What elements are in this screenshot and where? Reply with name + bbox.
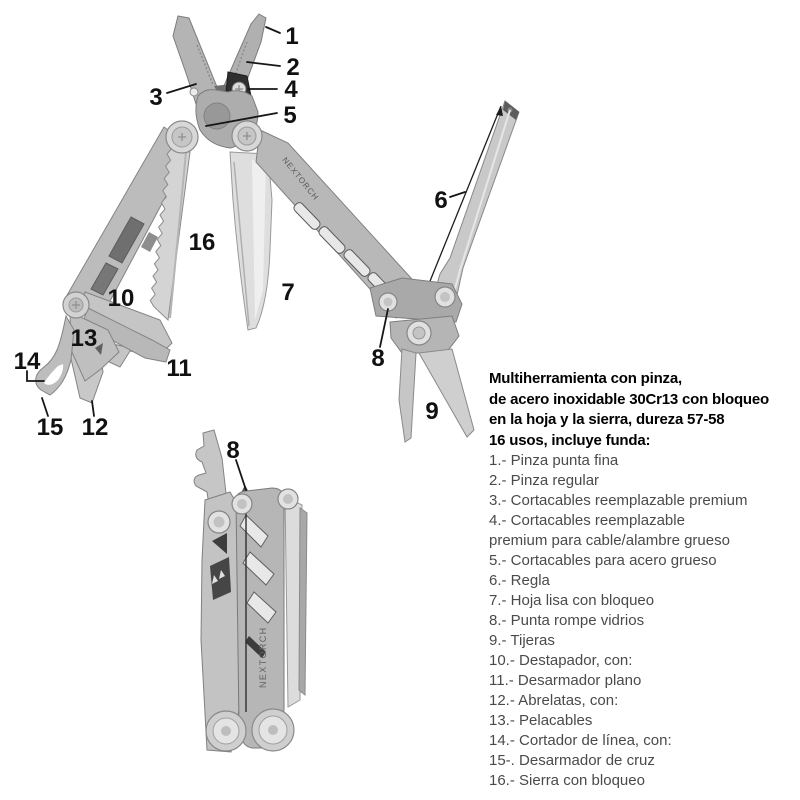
feature-item-5: 5.- Cortacables para acero grueso xyxy=(489,552,717,569)
callout-8-open: 8 xyxy=(371,345,384,372)
closed-bottom-screw-right xyxy=(251,708,295,752)
jaw-screw xyxy=(189,87,199,97)
line-cutter-hook-tool xyxy=(35,314,75,396)
feature-item-13: 13.- Pelacables xyxy=(489,712,593,729)
callout-8-closed: 8 xyxy=(226,437,239,464)
feature-item-12: 12.- Abrelatas, con: xyxy=(489,692,619,709)
title-line-1: Multiherramienta con pinza, xyxy=(489,370,682,387)
ruler-measure-line xyxy=(425,105,502,292)
pivot-screw-right xyxy=(231,120,263,152)
callout-4: 4 xyxy=(284,76,298,103)
feature-item-9: 9.- Tijeras xyxy=(489,632,555,649)
callout-14: 14 xyxy=(14,348,41,375)
handle-end-screw xyxy=(62,291,90,319)
callout-2: 2 xyxy=(286,54,299,81)
callout-labels: 1 2 3 4 5 6 7 8 9 10 11 12 13 14 15 16 8 xyxy=(14,23,448,464)
open-multitool: NEXTORCH xyxy=(35,13,520,443)
callout-10: 10 xyxy=(108,285,135,312)
saw-blade xyxy=(149,147,191,322)
feature-item-11: 11.- Desarmador plano xyxy=(489,672,642,689)
closed-bottom-screw-left xyxy=(205,710,247,752)
callout-15: 15 xyxy=(37,414,64,441)
callout-1: 1 xyxy=(285,23,298,50)
feature-item-16: 16.- Sierra con bloqueo xyxy=(489,772,645,789)
title-line-3: en la hoja y la sierra, dureza 57-58 xyxy=(489,411,725,428)
feature-item-7: 7.- Hoja lisa con bloqueo xyxy=(489,592,655,609)
feature-list: 1.- Pinza punta fina 2.- Pinza regular 3… xyxy=(489,451,769,791)
callout-12: 12 xyxy=(82,414,109,441)
callout-16: 16 xyxy=(189,229,216,256)
title-line-4: 16 usos, incluye funda: xyxy=(489,431,651,449)
callout-13: 13 xyxy=(71,325,98,352)
closed-left-handle xyxy=(200,491,240,753)
feature-item-4-cont: premium para cable/alambre grueso xyxy=(489,532,730,549)
closed-multitool: NEXTORCH xyxy=(193,429,308,753)
scissor-blade-left xyxy=(398,348,417,443)
plier-head xyxy=(165,13,267,154)
callout-5: 5 xyxy=(283,102,296,129)
brand-text-closed: NEXTORCH xyxy=(258,626,268,688)
callout-3: 3 xyxy=(149,84,162,111)
feature-item-8: 8.- Punta rompe vidrios xyxy=(489,612,645,629)
closed-center-handle xyxy=(235,487,285,749)
callout-7: 7 xyxy=(281,279,294,306)
callout-11: 11 xyxy=(166,355,191,382)
scissor-blade-right xyxy=(418,348,475,438)
feature-item-2: 2.- Pinza regular xyxy=(489,472,600,489)
foldout-tools xyxy=(35,291,173,404)
title-line-2: de acero inoxidable 30Cr13 con bloqueo xyxy=(489,390,769,408)
scissors xyxy=(369,277,475,443)
product-description: Multiherramienta con pinza, de acero ino… xyxy=(489,369,769,791)
feature-item-15: 15-. Desarmador de cruz xyxy=(489,752,655,769)
feature-item-4: 4.- Cortacables reemplazable xyxy=(489,512,685,529)
feature-item-3: 3.- Cortacables reemplazable premium xyxy=(489,492,748,509)
pivot-screw-left xyxy=(165,120,199,154)
callout-6: 6 xyxy=(434,187,447,214)
callout-leader-lines xyxy=(26,26,466,491)
knife-blade xyxy=(229,151,273,331)
feature-item-6: 6.- Regla xyxy=(489,572,550,589)
feature-item-1: 1.- Pinza punta fina xyxy=(489,452,619,469)
feature-item-14: 14.- Cortador de línea, con: xyxy=(489,732,672,749)
description-title: Multiherramienta con pinza, de acero ino… xyxy=(489,369,769,451)
callout-9: 9 xyxy=(425,398,438,425)
feature-item-10: 10.- Destapador, con: xyxy=(489,652,633,669)
